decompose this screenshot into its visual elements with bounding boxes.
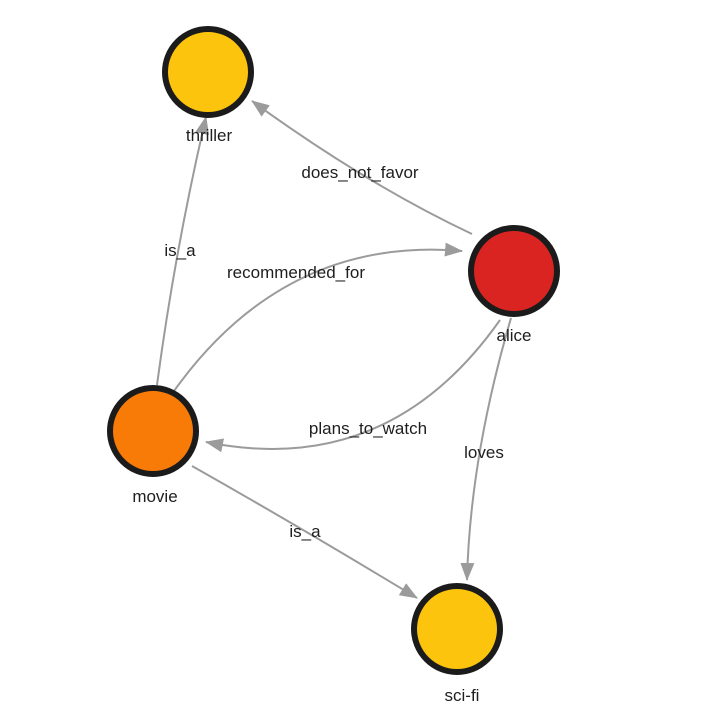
edge-label-recommended-for: recommended_for [227, 263, 365, 282]
edge-label-plans-to-watch: plans_to_watch [309, 419, 427, 438]
edge-label-layer: is_a does_not_favor recommended_for plan… [164, 163, 503, 541]
edge-is-a-movie-sci-fi[interactable] [191, 465, 418, 599]
node-label-sci-fi: sci-fi [445, 686, 480, 705]
edge-label-does-not-favor: does_not_favor [301, 163, 419, 182]
edge-plans-to-watch-alice-movie[interactable] [205, 319, 501, 453]
node-sci-fi[interactable] [411, 583, 503, 675]
node-layer [107, 26, 560, 675]
edge-label-is-a-top: is_a [164, 241, 196, 260]
node-label-thriller: thriller [186, 126, 233, 145]
edge-does-not-favor-alice-thriller[interactable] [251, 100, 473, 235]
node-label-alice: alice [497, 326, 532, 345]
edge-recommended-for-movie-alice[interactable] [173, 242, 463, 392]
edge-is-a-movie-thriller[interactable] [156, 116, 209, 386]
node-thriller[interactable] [162, 26, 254, 118]
edge-label-is-a-bottom: is_a [289, 522, 321, 541]
edge-layer [156, 100, 512, 599]
node-label-layer: thriller alice movie sci-fi [132, 126, 531, 705]
edge-label-loves: loves [464, 443, 504, 462]
edge-loves-alice-sci-fi[interactable] [460, 317, 512, 581]
node-movie[interactable] [107, 385, 199, 477]
node-alice[interactable] [468, 225, 560, 317]
node-label-movie: movie [132, 487, 177, 506]
